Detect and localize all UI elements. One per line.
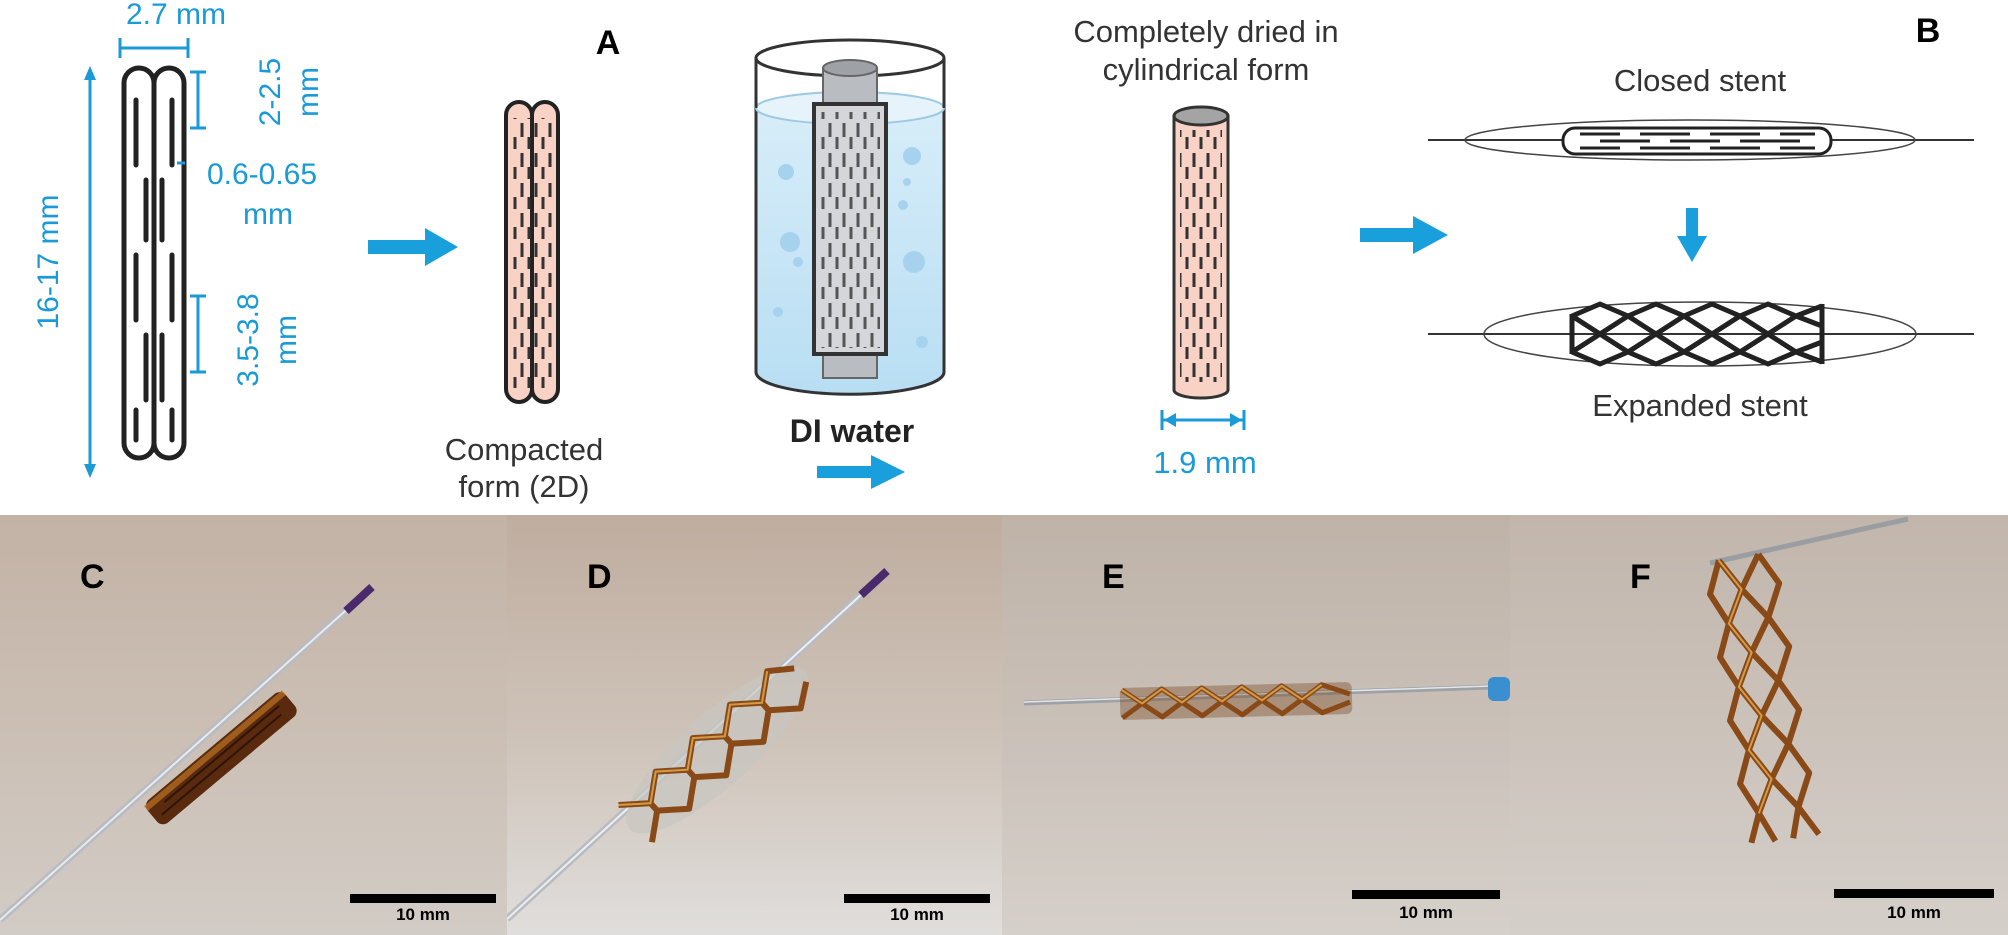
length-dimension-label: 16-17 mm — [32, 194, 65, 329]
scale-bar — [1834, 889, 1994, 898]
photo-panel-d: D 10 mm — [507, 515, 1002, 935]
closed-stent-caption: Closed stent — [1614, 63, 1787, 98]
diameter-dimension — [1160, 410, 1246, 430]
right-arrow-icon — [368, 228, 458, 266]
down-arrow-icon — [1677, 208, 1707, 262]
panel-label-e: E — [1102, 558, 1125, 596]
panel-label-c: C — [80, 558, 105, 596]
dried-cylindrical-stent — [1172, 105, 1230, 400]
scale-bar — [350, 894, 496, 903]
gap-value-label: 0.6-0.65 — [207, 158, 317, 191]
panel-label-f: F — [1630, 558, 1651, 596]
segment-mid-value: 3.5-3.8 — [232, 293, 265, 386]
scale-bar-label: 10 mm — [1399, 903, 1453, 922]
panel-label-a: A — [596, 24, 621, 62]
scale-bar-label: 10 mm — [396, 905, 450, 924]
flat-stent-pattern — [121, 65, 187, 461]
di-water-caption: DI water — [790, 413, 914, 449]
right-arrow-icon — [817, 455, 905, 489]
crimped-stent — [144, 690, 297, 825]
hanging-expanded-stent — [1706, 552, 1822, 844]
dimension-lines — [84, 38, 206, 478]
compacted-caption-line2: form (2D) — [459, 469, 590, 504]
expanded-stent-illustration — [1428, 301, 1974, 367]
dried-caption-line1: Completely dried in — [1073, 14, 1338, 49]
scale-bar — [1352, 890, 1500, 899]
diameter-label: 1.9 mm — [1153, 445, 1256, 480]
gap-unit-label: mm — [243, 198, 293, 231]
segment-mid-unit: mm — [270, 315, 303, 365]
scale-bar — [844, 894, 990, 903]
fabrication-schematic: 2.7 mm 16-17 mm 2-2.5 mm 0.6-0.65 mm 3.5… — [32, 0, 1974, 504]
segment-top-unit: mm — [292, 67, 325, 117]
expanded-stent-on-wire — [1119, 682, 1353, 720]
scale-bar-label: 10 mm — [1887, 903, 1941, 922]
closed-stent-illustration — [1428, 119, 1974, 161]
segment-top-value: 2-2.5 — [254, 58, 287, 126]
scale-bar-label: 10 mm — [890, 905, 944, 924]
photo-panel-f: F 10 mm — [1510, 515, 2008, 935]
dried-caption-line2: cylindrical form — [1103, 52, 1310, 87]
expanded-stent-on-balloon — [618, 665, 810, 843]
panel-label-d: D — [587, 558, 612, 596]
needle — [1709, 516, 1909, 566]
compacted-stent — [504, 100, 560, 404]
width-dimension-label: 2.7 mm — [126, 0, 226, 31]
expanded-stent-caption: Expanded stent — [1592, 388, 1808, 423]
photo-panel-e: E 10 mm — [1002, 515, 1510, 935]
di-water-beaker — [754, 38, 946, 396]
compacted-caption-line1: Compacted — [445, 432, 604, 467]
photo-panel-c: C 10 mm — [0, 515, 507, 935]
catheter-wire — [0, 584, 375, 923]
panel-label-b: B — [1916, 12, 1941, 50]
right-arrow-icon — [1360, 216, 1448, 254]
